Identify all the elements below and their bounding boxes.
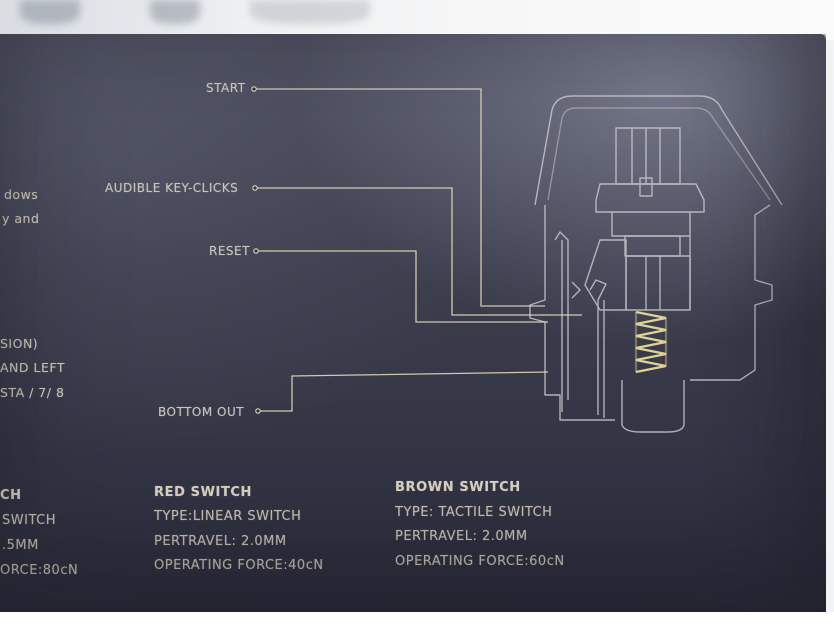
switch-spec-line: TYPE:LINEAR SWITCH — [154, 509, 302, 524]
leader-endpoints — [251, 86, 261, 414]
switch-title: CH — [0, 488, 22, 503]
switch-spec-line: SWITCH — [2, 513, 56, 528]
printed-panel — [0, 34, 826, 616]
left-text-fragment: AND LEFT — [0, 360, 65, 375]
left-text-fragment: STA / 7/ 8 — [0, 385, 65, 400]
blurred-top-edge — [0, 0, 834, 40]
switch-spec-line: OPERATING FORCE:60cN — [395, 554, 565, 569]
switch-spec-line: ORCE:80cN — [0, 563, 79, 578]
bottom-edge — [0, 612, 834, 626]
switch-title: BROWN SWITCH — [395, 480, 521, 495]
left-text-fragment: SION) — [0, 336, 39, 351]
leader-lines — [254, 88, 582, 412]
label-audible-key-clicks: AUDIBLE KEY-CLICKS — [105, 181, 239, 195]
label-start: START — [206, 81, 246, 95]
switch-spec-line: TYPE: TACTILE SWITCH — [395, 505, 553, 520]
left-text-fragment: dows — [4, 187, 39, 202]
switch-spec-line: PERTRAVEL: 2.0MM — [154, 534, 287, 549]
switch-title: RED SWITCH — [154, 485, 253, 500]
label-reset: RESET — [209, 244, 250, 258]
label-bottom-out: BOTTOM OUT — [158, 405, 245, 419]
switch-spec-line: PERTRAVEL: 2.0MM — [395, 529, 528, 544]
spring — [634, 310, 668, 374]
switch-spec-line: OPERATING FORCE:40cN — [154, 558, 324, 573]
left-text-fragment: y and — [2, 211, 40, 226]
switch-housing-outline — [529, 95, 783, 433]
switch-spec-line: .5MM — [2, 538, 39, 553]
